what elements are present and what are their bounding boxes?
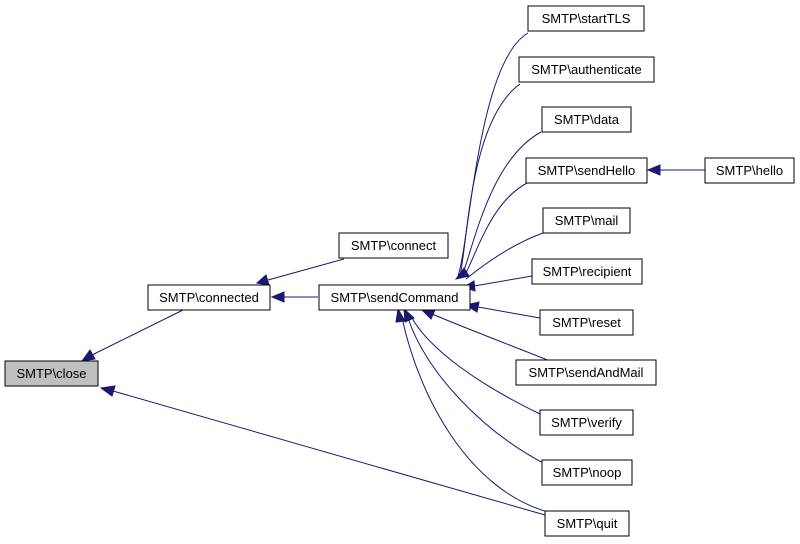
node-sendandmail[interactable]: SMTP\sendAndMail	[515, 359, 657, 386]
node-data[interactable]: SMTP\data	[541, 106, 632, 133]
arrow-head	[646, 164, 661, 176]
node-label: SMTP\sendCommand	[331, 290, 459, 305]
node-label: SMTP\noop	[553, 465, 622, 480]
edge-quit-close	[112, 390, 546, 516]
node-label: SMTP\verify	[551, 415, 622, 430]
node-recipient[interactable]: SMTP\recipient	[531, 258, 643, 285]
node-hello[interactable]: SMTP\hello	[704, 157, 795, 184]
node-sendhello[interactable]: SMTP\sendHello	[525, 157, 648, 184]
node-verify[interactable]: SMTP\verify	[539, 409, 634, 436]
arrow-head	[454, 267, 470, 280]
node-close[interactable]: SMTP\close	[4, 360, 99, 387]
arrow-head	[80, 349, 96, 362]
edge-sendhello-sendcommand	[463, 181, 530, 278]
arrow-head	[395, 307, 406, 323]
node-noop[interactable]: SMTP\noop	[541, 459, 633, 486]
node-connect[interactable]: SMTP\connect	[338, 232, 449, 259]
arrow-head	[99, 385, 116, 397]
edge-starttls-sendcommand	[457, 32, 529, 277]
node-mail[interactable]: SMTP\mail	[542, 207, 631, 234]
node-label: SMTP\connected	[159, 290, 259, 305]
edge-authenticate-sendcommand	[459, 83, 521, 277]
node-label: SMTP\close	[16, 366, 86, 381]
edge-noop-sendcommand	[407, 317, 546, 465]
arrow-head	[255, 274, 270, 286]
node-reset[interactable]: SMTP\reset	[539, 309, 634, 336]
node-label: SMTP\reset	[552, 315, 621, 330]
node-label: SMTP\sendHello	[538, 163, 636, 178]
edge-quit-sendcommand	[401, 317, 549, 513]
edge-verify-sendcommand	[411, 317, 541, 415]
node-connected[interactable]: SMTP\connected	[147, 284, 271, 311]
edge-connected-close	[91, 309, 184, 356]
node-label: SMTP\sendAndMail	[529, 365, 644, 380]
edge-reset-sendcommand	[477, 306, 541, 319]
edge-connect-connected	[267, 258, 345, 281]
node-label: SMTP\data	[554, 112, 620, 127]
node-label: SMTP\recipient	[543, 264, 632, 279]
node-authenticate[interactable]: SMTP\authenticate	[518, 56, 655, 83]
node-label: SMTP\mail	[555, 213, 619, 228]
edge-mail-sendcommand	[465, 232, 544, 280]
node-label: SMTP\authenticate	[531, 62, 642, 77]
node-label: SMTP\hello	[716, 163, 783, 178]
arrow-head	[270, 291, 285, 303]
edge-sendandmail-sendcommand	[431, 313, 551, 362]
edge-recipient-sendcommand	[473, 275, 533, 287]
arrow-head	[403, 307, 415, 323]
node-label: SMTP\quit	[557, 516, 618, 531]
node-label: SMTP\connect	[351, 238, 437, 253]
edge-data-sendcommand	[461, 131, 542, 277]
node-quit[interactable]: SMTP\quit	[544, 510, 630, 537]
node-sendcommand[interactable]: SMTP\sendCommand	[318, 284, 471, 311]
node-starttls[interactable]: SMTP\startTLS	[527, 5, 645, 32]
node-label: SMTP\startTLS	[542, 11, 631, 26]
